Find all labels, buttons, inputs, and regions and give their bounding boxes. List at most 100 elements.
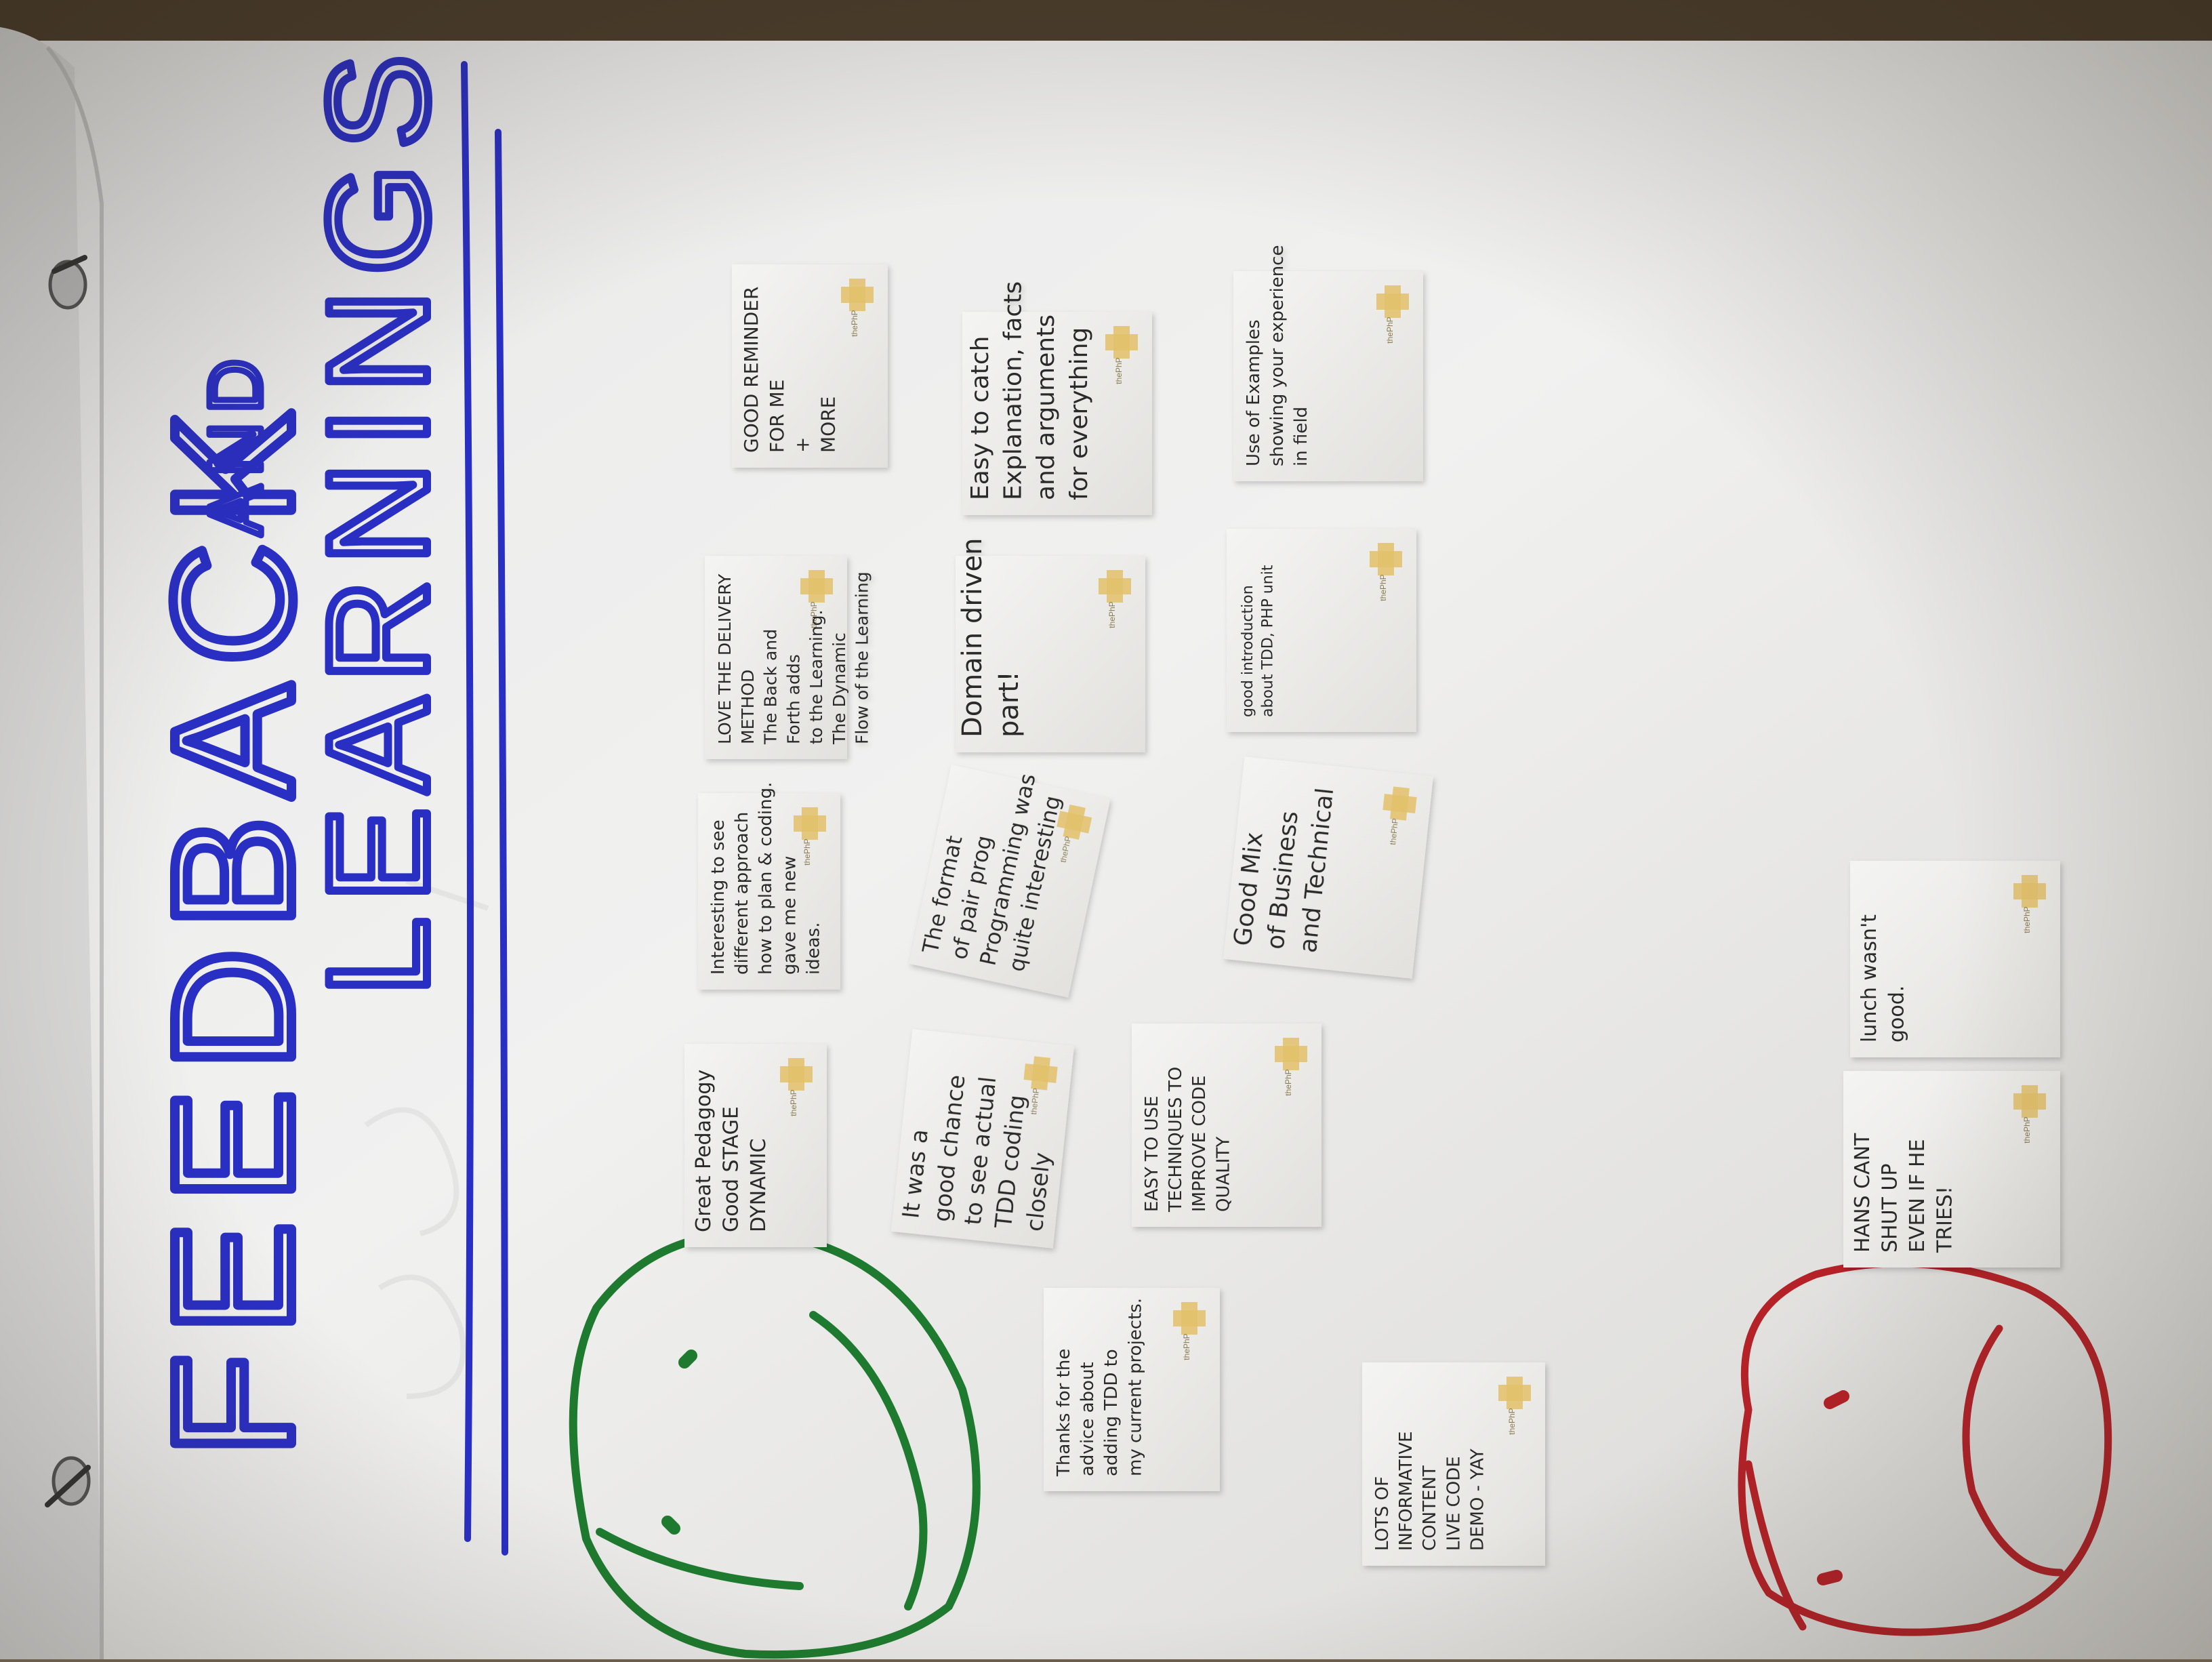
logo-text: thePhP (2022, 1116, 2032, 1143)
title-underline-1 (461, 61, 474, 1542)
sticky-note-line: part! (994, 671, 1025, 737)
sticky-note-line: + (792, 437, 814, 453)
logo-text: thePhP (1507, 1408, 1517, 1434)
sticky-note-line: FOR ME (766, 380, 788, 453)
sticky-note-line: for everything (1065, 327, 1093, 500)
sticky-note-line: SHUT UP (1879, 1164, 1902, 1253)
sticky-note-line: DEMO - YAY (1467, 1448, 1488, 1551)
sticky-note-line: IMPROVE CODE (1189, 1076, 1210, 1212)
sticky-note-line: Flow of the Learning (853, 571, 872, 744)
sad-face (1738, 1259, 2112, 1636)
logo-text: thePhP (850, 310, 859, 336)
sticky-note-line: adding TDD to (1101, 1349, 1122, 1476)
binder-clip-top (48, 255, 87, 310)
sticky-note-line: HANS CANT (1851, 1133, 1875, 1253)
title-group: FEEDBACK AND LEARNINGS (134, 35, 508, 1556)
sticky-note-line: The Back and (761, 629, 781, 745)
thephp-logo-icon: thePhP (841, 279, 874, 337)
sticky-note-line: The Dynamic (830, 632, 849, 745)
sticky-note-line: showing your experience (1267, 245, 1288, 467)
sticky-note-line: gave me new (779, 856, 800, 975)
sticky-note-line: Easy to catch (966, 336, 994, 500)
logo-text: thePhP (1107, 601, 1117, 628)
sticky-note-line: different approach (732, 812, 752, 975)
flipchart-paper (0, 27, 2212, 1659)
logo-text: thePhP (1378, 574, 1388, 601)
thephp-logo-icon: thePhP (1023, 1056, 1058, 1115)
sticky-note-line: METHOD (738, 670, 758, 744)
logo-text: thePhP (1388, 818, 1400, 846)
sticky-note-line: LOTS OF (1372, 1476, 1393, 1551)
logo-text: thePhP (1284, 1069, 1293, 1095)
sticky-note-line: CONTENT (1420, 1465, 1440, 1551)
thephp-logo-icon: thePhP (794, 807, 826, 866)
thephp-logo-icon: thePhP (2013, 1085, 2046, 1143)
sticky-note-line: INFORMATIVE (1396, 1431, 1416, 1551)
logo-text: thePhP (1385, 317, 1395, 343)
sticky-note-line: and arguments (1032, 315, 1060, 500)
thephp-logo-icon: thePhP (1498, 1377, 1531, 1435)
title-feedback: FEEDBACK (138, 392, 327, 1457)
sticky-note-line: DYNAMIC (747, 1139, 771, 1232)
sticky-note-paper (1223, 756, 1433, 979)
sticky-note-line: good. (1885, 986, 1909, 1042)
thephp-logo-icon: thePhP (2013, 875, 2046, 933)
sticky-note-line: Thanks for the (1054, 1349, 1074, 1477)
binder-clip-bottom (45, 1456, 91, 1507)
happy-face (569, 1229, 981, 1659)
thephp-logo-icon: thePhP (780, 1058, 813, 1116)
logo-text: thePhP (809, 601, 819, 628)
sticky-note-line: LOVE THE DELIVERY (715, 573, 735, 744)
sticky-note-line: Good STAGE (720, 1106, 743, 1232)
sticky-note-line: EASY TO USE (1142, 1096, 1162, 1212)
sticky-note-line: my current projects. (1125, 1298, 1145, 1476)
sticky-note-line: ideas. (803, 923, 823, 975)
title-underline-2 (495, 129, 508, 1556)
logo-text: thePhP (789, 1089, 798, 1116)
thephp-logo-icon: thePhP (1370, 543, 1402, 601)
sticky-note-line: lunch wasn't (1858, 914, 1881, 1042)
sticky-note-line: Explanation, facts (1000, 281, 1027, 500)
sticky-note-line: MORE (817, 397, 839, 453)
thephp-logo-icon: thePhP (1105, 326, 1138, 384)
sticky-note-line: how to plan & coding. (756, 782, 776, 975)
sticky-note-line: GOOD REMINDER (740, 287, 762, 453)
thephp-logo-icon: thePhP (1173, 1302, 1206, 1360)
thephp-logo-icon: thePhP (1382, 786, 1417, 846)
sticky-note-line: Great Pedagogy (692, 1070, 716, 1232)
thephp-logo-icon: thePhP (800, 570, 833, 628)
sticky-note-line: good introduction (1240, 585, 1256, 717)
sticky-note-paper (890, 1029, 1075, 1249)
sticky-note-line: advice about (1078, 1362, 1098, 1476)
sticky-note-line: Use of Examples (1244, 319, 1264, 466)
sticky-note-line: to the Learning. (806, 610, 826, 745)
sticky-note-line: Domain driven (957, 538, 988, 737)
logo-text: thePhP (802, 838, 812, 865)
thephp-logo-icon: thePhP (1275, 1038, 1307, 1096)
thephp-logo-icon: thePhP (1099, 570, 1131, 628)
sticky-note-line: Interesting to see (708, 819, 729, 975)
sticky-note-line: LIVE CODE (1443, 1456, 1464, 1551)
title-learnings: LEARNINGS (298, 39, 457, 996)
sticky-note-line: Forth adds (783, 654, 803, 744)
title-and: AND (194, 350, 277, 535)
sticky-note-line: EVEN IF HE (1906, 1139, 1929, 1253)
thephp-logo-icon: thePhP (1376, 285, 1409, 344)
